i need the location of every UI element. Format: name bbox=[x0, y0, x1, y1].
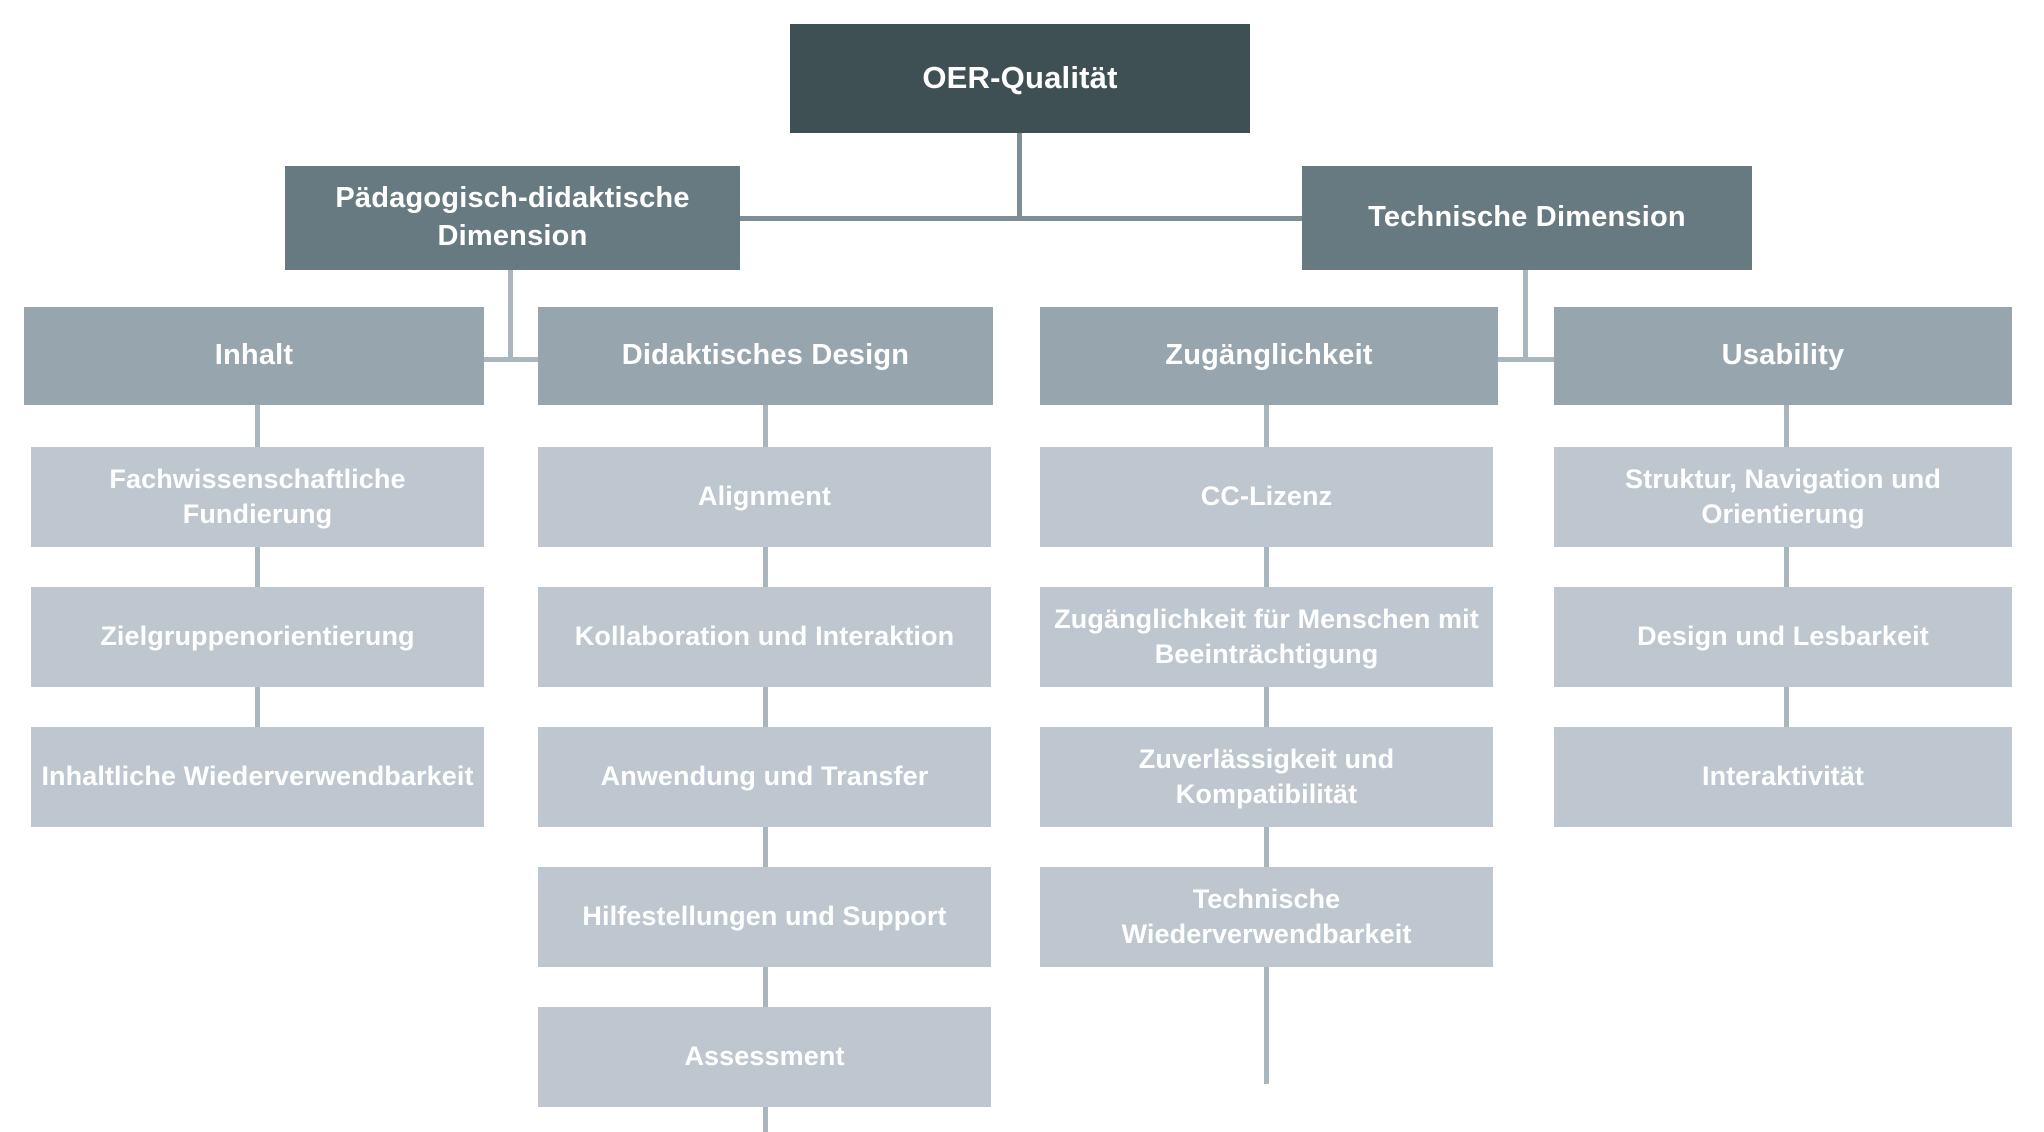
node-criterion-struktur-navigation-orientierung[interactable]: Struktur, Navigation und Orientierung bbox=[1554, 447, 2012, 547]
connector-pedagogic-category-bus bbox=[483, 357, 539, 362]
node-root-oer-qualitaet[interactable]: OER-Qualität bbox=[790, 24, 1250, 133]
node-category-usability[interactable]: Usability bbox=[1554, 307, 2012, 405]
node-criterion-fachwissenschaftliche-fundierung[interactable]: Fachwissenschaftliche Fundierung bbox=[31, 447, 484, 547]
node-criterion-interaktivitaet[interactable]: Interaktivität bbox=[1554, 727, 2012, 827]
connector-technical-category-bus bbox=[1498, 357, 1554, 362]
connector-root-to-bus bbox=[1017, 133, 1022, 220]
node-dimension-technical[interactable]: Technische Dimension bbox=[1302, 166, 1752, 270]
node-criterion-zuverlaessigkeit-und-kompatibilitaet[interactable]: Zuverlässigkeit und Kompatibilität bbox=[1040, 727, 1493, 827]
node-criterion-design-und-lesbarkeit[interactable]: Design und Lesbarkeit bbox=[1554, 587, 2012, 687]
node-criterion-cc-lizenz[interactable]: CC-Lizenz bbox=[1040, 447, 1493, 547]
node-category-didaktisches-design[interactable]: Didaktisches Design bbox=[538, 307, 993, 405]
connector-dimension-bus bbox=[740, 216, 1302, 221]
node-criterion-kollaboration-und-interaktion[interactable]: Kollaboration und Interaktion bbox=[538, 587, 991, 687]
node-criterion-inhaltliche-wiederverwendbarkeit[interactable]: Inhaltliche Wiederverwendbarkeit bbox=[31, 727, 484, 827]
node-criterion-alignment[interactable]: Alignment bbox=[538, 447, 991, 547]
node-criterion-zugaenglichkeit-beeintraechtigung[interactable]: Zugänglichkeit für Menschen mit Beeinträ… bbox=[1040, 587, 1493, 687]
connector-pedagogic-dimension-down bbox=[508, 270, 513, 362]
node-dimension-pedagogic-didactic[interactable]: Pädagogisch-didaktische Dimension bbox=[285, 166, 740, 270]
node-criterion-zielgruppenorientierung[interactable]: Zielgruppenorientierung bbox=[31, 587, 484, 687]
node-criterion-assessment[interactable]: Assessment bbox=[538, 1007, 991, 1107]
node-criterion-hilfestellungen-und-support[interactable]: Hilfestellungen und Support bbox=[538, 867, 991, 967]
node-criterion-technische-wiederverwendbarkeit[interactable]: Technische Wiederverwendbarkeit bbox=[1040, 867, 1493, 967]
node-criterion-anwendung-und-transfer[interactable]: Anwendung und Transfer bbox=[538, 727, 991, 827]
node-category-zugaenglichkeit[interactable]: Zugänglichkeit bbox=[1040, 307, 1498, 405]
node-category-inhalt[interactable]: Inhalt bbox=[24, 307, 484, 405]
connector-technical-dimension-down bbox=[1523, 270, 1528, 362]
